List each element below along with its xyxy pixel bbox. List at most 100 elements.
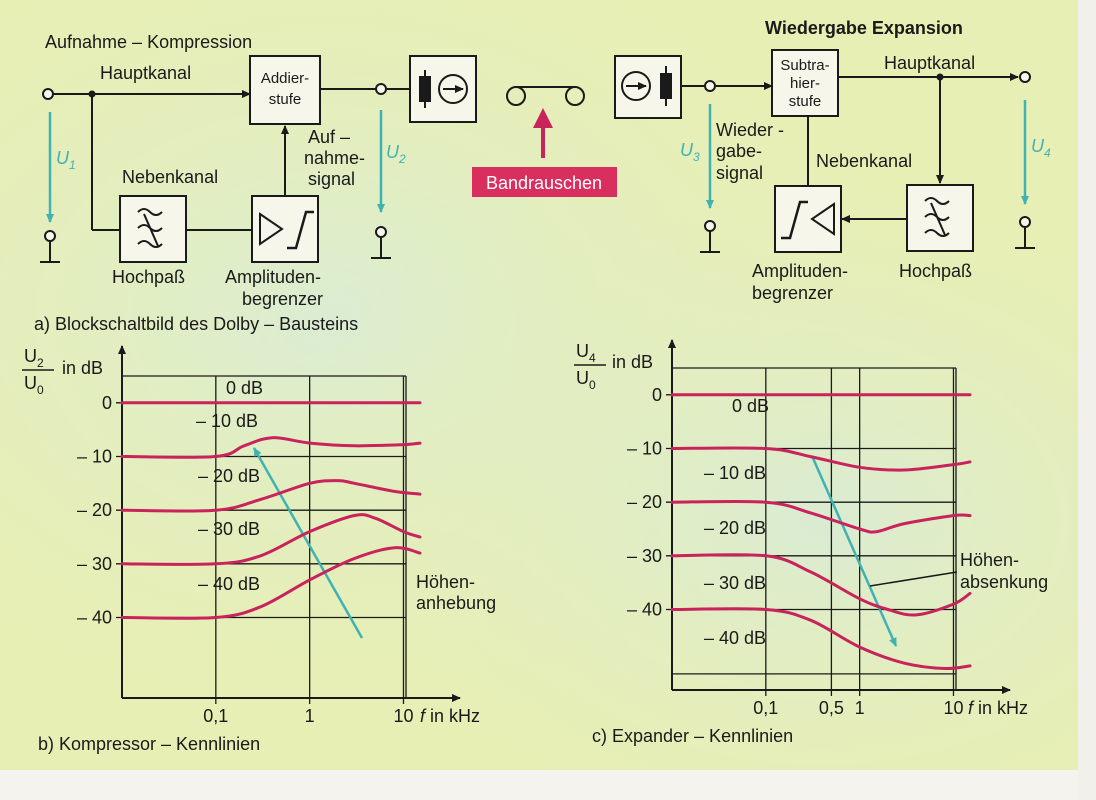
ground-terminal-icon [40,230,60,263]
limiter-label-play-line2: begrenzer [752,283,833,303]
series-label: – 30 dB [704,573,766,593]
playback-head-icon [614,55,682,119]
series-label: – 10 dB [196,411,258,431]
highpass-label-rec: Hochpaß [112,267,185,287]
curve-series-1 [120,436,422,459]
subtractor-block: Subtra- hier- stufe [771,49,839,117]
expander-ylabel-den: U0 [576,368,596,392]
limiter-label-play-line1: Amplituden- [752,261,848,281]
curve-series-3 [670,553,972,617]
x-tick-label: 10 [393,706,413,726]
ground-terminal-icon [371,226,391,259]
play-signal-label-2: gabe- [716,141,762,161]
curve-series-2 [120,479,422,513]
ground-terminal-icon [1015,216,1035,249]
compressor-ylabel-unit: in dB [62,358,103,378]
rec-signal-label-1: Auf – [308,127,350,147]
boost-label-line1: Höhen- [416,572,475,592]
series-label: – 10 dB [704,463,766,483]
output-terminal-icon [1019,71,1031,83]
play-signal-label-3: signal [716,163,763,183]
input-node-icon [704,80,716,92]
tape-noise-label: Bandrauschen [486,173,602,193]
curve-series-1 [670,446,972,472]
cut-label-line2: absenkung [960,572,1048,592]
x-axis-label: f in kHz [420,706,480,726]
subtractor-label-line1: Subtra- [780,57,829,74]
limiter-label-rec-line1: Amplituden- [225,267,321,287]
y-tick-label: – 30 [77,554,112,574]
tape-icon [506,86,585,106]
y-tick-label: – 10 [627,439,662,459]
x-tick-label: 0,1 [203,706,228,726]
y-tick-label: – 10 [77,447,112,467]
y-tick-label: – 20 [77,500,112,520]
output-node-icon [375,83,387,95]
y-tick-label: 0 [102,393,112,413]
curve-series-2 [670,499,972,534]
cut-label-line1: Höhen- [960,550,1019,570]
trend-arrow [810,455,898,647]
x-tick-label: 10 [943,698,963,718]
trend-arrow [252,447,364,639]
record-head-icon [409,55,477,123]
series-label: – 40 dB [704,628,766,648]
amplitude-limiter-icon [774,185,842,253]
highpass-filter-icon [906,184,974,252]
page-margin-right [1078,0,1096,800]
compressor-ylabel-num: U2 [24,346,44,370]
caption-b: b) Kompressor – Kennlinien [38,734,260,754]
series-label: – 20 dB [704,518,766,538]
subtractor-label-line3: stufe [789,93,822,110]
curve-series-4 [120,546,422,620]
recording-title: Aufnahme – Kompression [45,32,252,52]
main-channel-label-rec: Hauptkanal [100,63,191,83]
y-tick-label: – 40 [627,600,662,620]
y-tick-label: – 20 [627,492,662,512]
limiter-label-rec-line2: begrenzer [242,289,323,309]
curve-series-4 [670,607,972,671]
caption-c: c) Expander – Kennlinien [592,726,793,746]
highpass-label-play: Hochpaß [899,261,972,281]
annotation-leader [869,571,958,587]
expander-ylabel-unit: in dB [612,352,653,372]
tape-noise-badge [472,167,617,197]
adder-block: Addier- stufe [249,55,321,125]
input-terminal-icon [42,88,54,100]
adder-label-line2: stufe [269,91,302,108]
ground-terminal-icon [700,220,720,253]
amplitude-limiter-icon [251,195,319,263]
u1-label: U1 [56,148,76,172]
x-tick-label: 0,5 [819,698,844,718]
series-label: – 30 dB [198,519,260,539]
x-tick-label: 1 [855,698,865,718]
series-label: – 20 dB [198,466,260,486]
adder-label-line1: Addier- [261,70,309,87]
u2-label: U2 [386,142,406,166]
curve-series-3 [120,513,422,566]
caption-a: a) Blockschaltbild des Dolby – Bausteins [34,314,358,334]
series-label: – 40 dB [198,574,260,594]
side-channel-label-play: Nebenkanal [816,151,912,171]
boost-label-line2: anhebung [416,593,496,613]
subtractor-label-line2: hier- [790,75,820,92]
highpass-filter-icon [119,195,187,263]
y-tick-label: – 30 [627,546,662,566]
rec-signal-label-3: signal [308,169,355,189]
u3-label: U3 [680,140,700,164]
y-tick-label: – 40 [77,608,112,628]
main-channel-label-play: Hauptkanal [884,53,975,73]
y-tick-label: 0 [652,385,662,405]
x-tick-label: 1 [305,706,315,726]
series-label: 0 dB [732,396,769,416]
play-signal-label-1: Wieder - [716,120,784,140]
u4-label: U4 [1031,136,1051,160]
tape-noise-arrow [533,108,553,158]
